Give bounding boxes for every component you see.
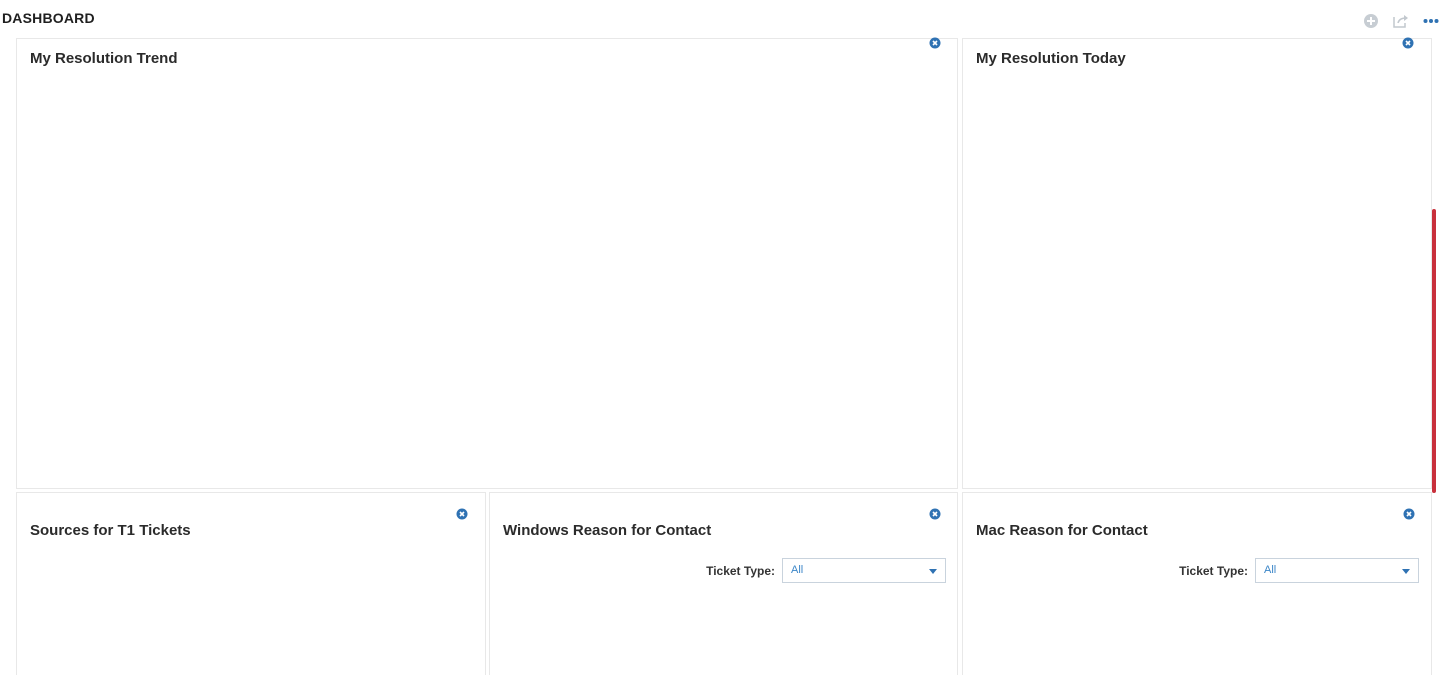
ticket-type-filter: Ticket Type: All [1179,558,1419,583]
close-icon[interactable] [929,507,941,520]
ticket-type-select[interactable]: All [782,558,946,583]
caret-down-icon [1402,569,1410,574]
plus-circle-icon[interactable] [1362,12,1380,30]
close-icon[interactable] [1403,507,1415,520]
page-title: DASHBOARD [2,10,95,26]
resolution-trend-panel: My Resolution Trend [16,36,958,489]
panel-title: My Resolution Trend [30,50,178,67]
ticket-type-value: All [1264,564,1277,576]
scroll-indicator[interactable] [1432,209,1436,493]
panel-title: Windows Reason for Contact [503,522,712,539]
ticket-type-label: Ticket Type: [1179,563,1248,578]
ticket-type-value: All [791,564,804,576]
close-icon[interactable] [1402,36,1414,49]
close-icon[interactable] [456,507,468,520]
dashboard-actions [1362,12,1440,30]
sources-t1-panel: Sources for T1 Tickets [16,492,486,675]
more-dots-icon[interactable] [1422,12,1440,30]
panel-title: Sources for T1 Tickets [30,522,191,539]
share-icon[interactable] [1392,12,1410,30]
mac-reason-panel: Mac Reason for Contact Ticket Type: All [962,492,1432,675]
windows-reason-panel: Windows Reason for Contact Ticket Type: … [489,492,958,675]
close-icon[interactable] [929,36,941,49]
ticket-type-filter: Ticket Type: All [706,558,946,583]
ticket-type-select[interactable]: All [1255,558,1419,583]
caret-down-icon [929,569,937,574]
panel-title: Mac Reason for Contact [976,522,1148,539]
resolution-today-panel: My Resolution Today [962,36,1432,489]
ticket-type-label: Ticket Type: [706,563,775,578]
panel-title: My Resolution Today [976,50,1126,67]
